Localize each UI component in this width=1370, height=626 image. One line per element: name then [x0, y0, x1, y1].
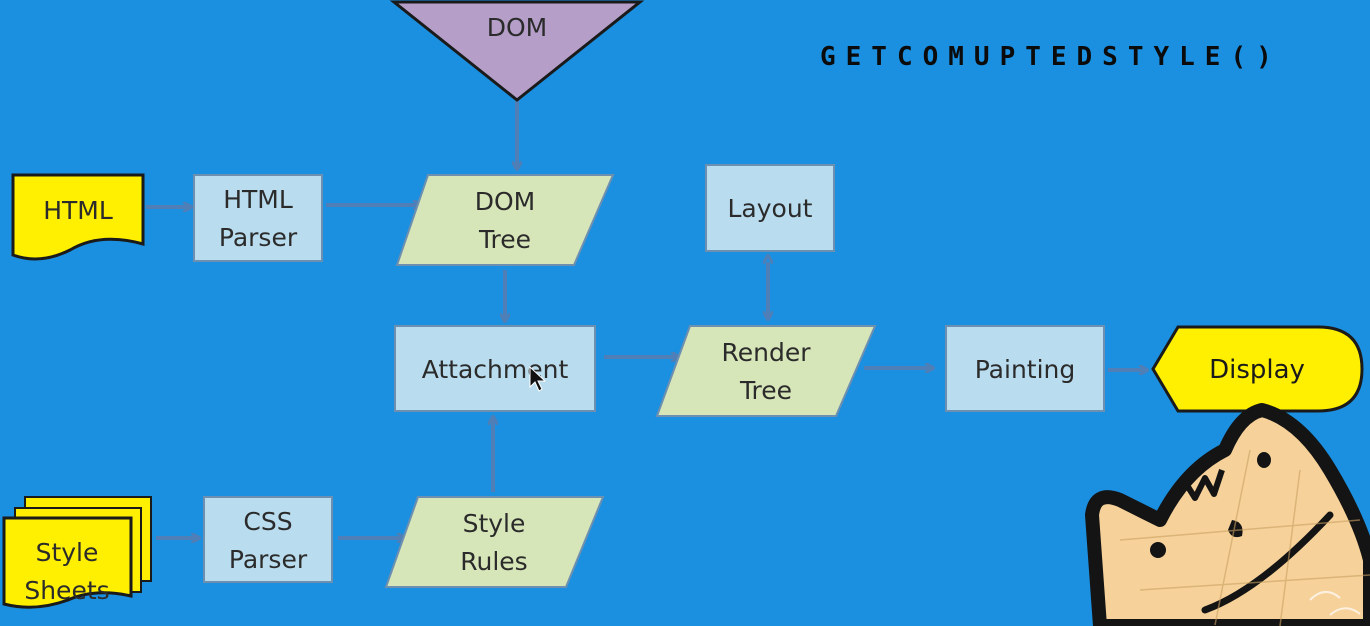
cat-illustration [1085, 403, 1370, 626]
display-node: Display [1151, 325, 1364, 413]
dom-label: DOM [487, 13, 548, 42]
style-rules-label-line1: Style [463, 509, 526, 538]
dom-tree-node: DOM Tree [395, 174, 615, 266]
painting-label: Painting [975, 355, 1076, 384]
css-parser-label-line2: Parser [229, 545, 308, 574]
dom-tree-label-line2: Tree [478, 225, 531, 254]
connectors [146, 100, 1146, 538]
page-title: GETCOMUPTEDSTYLE() [820, 42, 1282, 72]
dom-tree-label-line1: DOM [475, 187, 536, 216]
mouse-cursor-icon [529, 365, 547, 392]
attachment-label: Attachment [422, 355, 569, 384]
style-rules-node: Style Rules [384, 496, 605, 588]
attachment-node: Attachment [394, 325, 596, 412]
css-parser-node: CSS Parser [203, 496, 333, 583]
style-rules-label-line2: Rules [460, 547, 527, 576]
layout-label: Layout [728, 194, 813, 223]
html-parser-node: HTML Parser [193, 174, 323, 262]
style-sheets-node: Style Sheets [2, 496, 152, 609]
html-parser-label-line1: HTML [223, 185, 293, 214]
layout-node: Layout [705, 164, 835, 252]
html-document-node: HTML [11, 173, 145, 261]
render-tree-node: Render Tree [655, 325, 877, 417]
css-parser-label-line1: CSS [243, 507, 292, 536]
html-parser-label-line2: Parser [219, 223, 298, 252]
painting-node: Painting [945, 325, 1105, 412]
dom-node: DOM [389, 0, 645, 102]
render-tree-label-line1: Render [721, 338, 811, 367]
display-label: Display [1209, 355, 1305, 385]
html-label: HTML [43, 196, 113, 225]
style-sheets-label-line2: Sheets [24, 576, 109, 605]
render-tree-label-line2: Tree [739, 376, 792, 405]
style-sheets-label-line1: Style [36, 538, 99, 567]
